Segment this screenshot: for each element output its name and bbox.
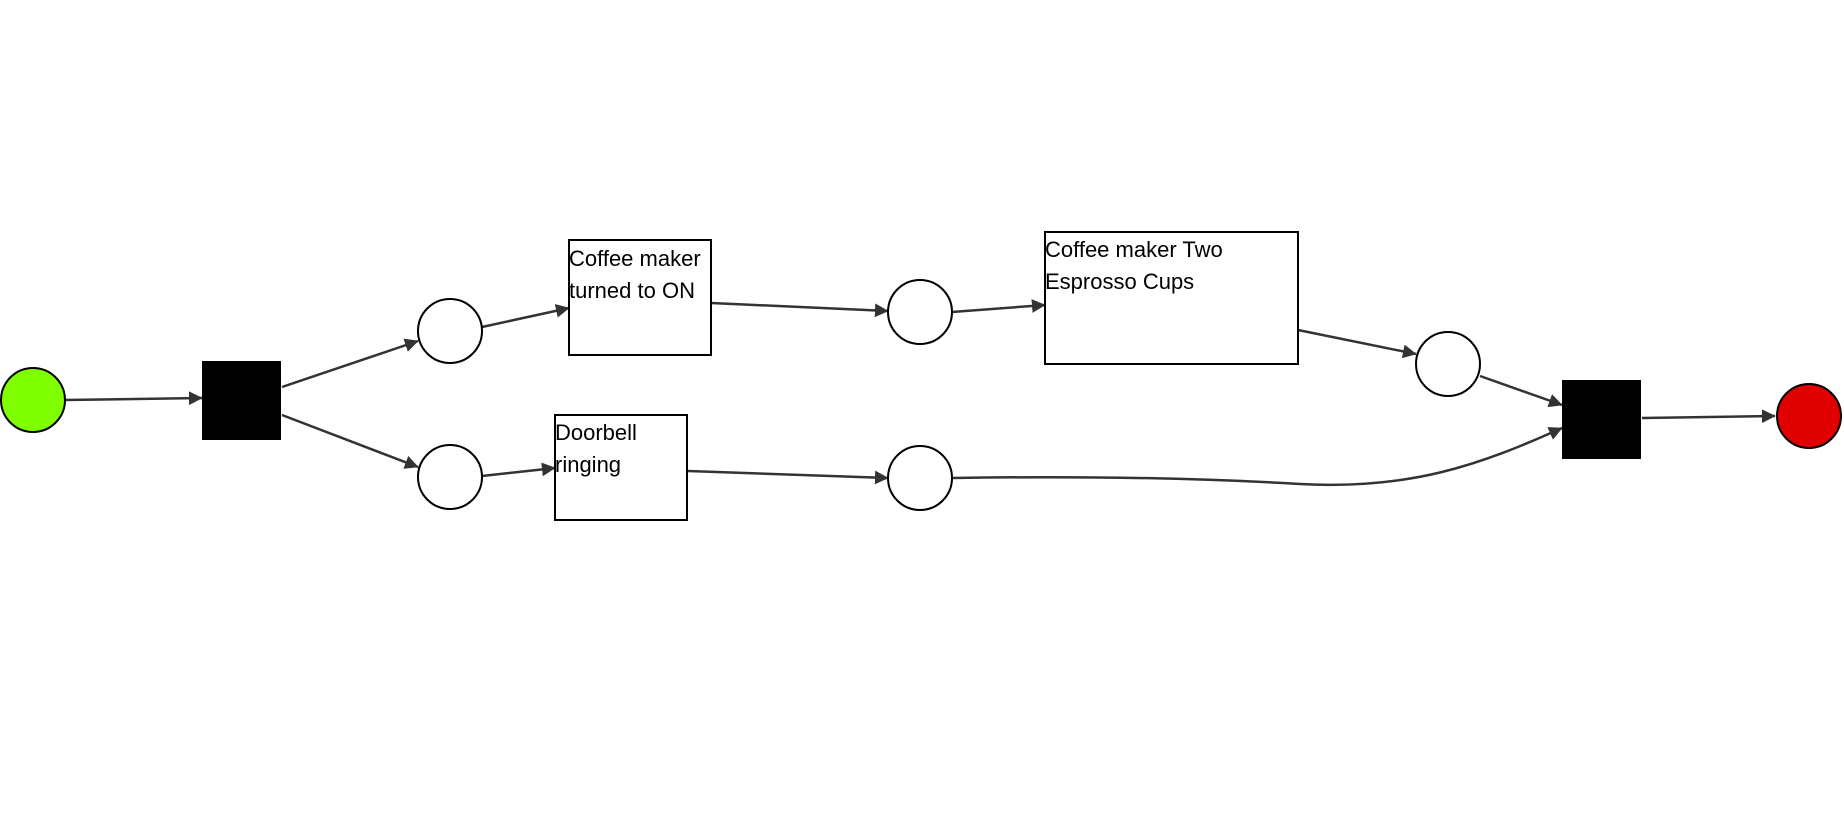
places <box>0 279 1842 511</box>
arc-split-to-place-lower <box>281 413 419 469</box>
labelled-transitions <box>554 231 1299 521</box>
place-upper-2 <box>887 279 953 345</box>
task-box-doorbell <box>554 414 688 521</box>
arc-espresso-to-place <box>1297 328 1417 359</box>
place-lower-1 <box>417 444 483 510</box>
join-transition <box>1562 380 1641 459</box>
silent-transitions <box>202 361 1641 459</box>
arc-start-to-split <box>64 391 203 406</box>
place-upper-1 <box>417 298 483 364</box>
split-transition <box>202 361 281 440</box>
end-place <box>1776 383 1842 449</box>
arc-join-to-end <box>1641 409 1776 424</box>
task-box-espresso <box>1044 231 1299 365</box>
arc-place-to-join-lower <box>952 426 1563 487</box>
arc-place-to-join-upper <box>1479 374 1563 408</box>
task-box-coffee-on <box>568 239 712 356</box>
arc-place-to-espresso <box>951 299 1046 314</box>
arc-doorbell-to-place <box>687 469 889 485</box>
arc-place-to-coffee-on <box>481 304 570 329</box>
arc-coffee-on-to-place <box>710 301 889 318</box>
arc-place-to-doorbell <box>481 462 556 478</box>
arcs <box>64 299 1776 487</box>
place-lower-2 <box>887 445 953 511</box>
start-place <box>0 367 66 433</box>
place-upper-3 <box>1415 331 1481 397</box>
arc-split-to-place-upper <box>281 338 419 389</box>
